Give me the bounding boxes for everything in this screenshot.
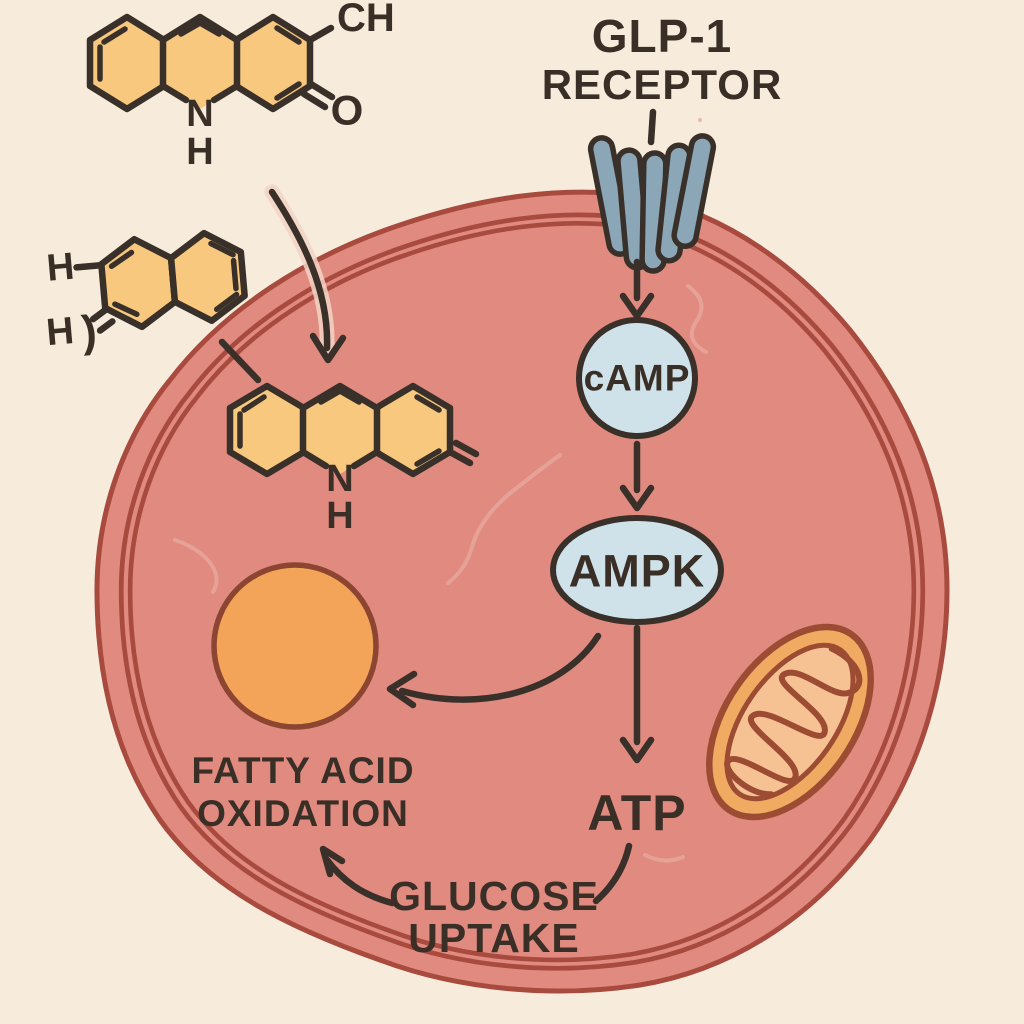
molecule1-ch-label: CH [337, 0, 395, 40]
exo-bond-right-1 [446, 448, 474, 467]
glp1-label-line2: RECEPTOR [542, 61, 783, 108]
exo-bond-2 [96, 318, 116, 334]
molecule-naphthalene: H H ) [45, 229, 248, 357]
molecule1-h-label: H [186, 131, 213, 173]
mitochondrion-cristae [724, 645, 863, 798]
fatty-acid-oxidation-group: FATTY ACID OXIDATION [191, 562, 414, 834]
arrow-glucose-to-fatty-acid [319, 845, 396, 907]
arrow-ampk-to-fatty-acid [386, 632, 602, 709]
molecule2-h-bottom-label: H [45, 310, 76, 354]
arrow-ampk-to-atp [619, 624, 655, 764]
receptor-icon [587, 133, 717, 274]
membrane-crossing-bond [218, 338, 262, 384]
glucose-uptake-group: GLUCOSE UPTAKE [389, 873, 599, 961]
carbonyl-bond-1 [307, 80, 336, 101]
molecule-acridinone: CH O N H [86, 0, 395, 173]
glucose-label-line2: UPTAKE [408, 915, 580, 961]
glp1-receptor-group: GLP-1 RECEPTOR [542, 10, 783, 274]
signal-cascade: cAMP AMPK ATP [319, 258, 724, 907]
molecule1-o-label: O [331, 87, 364, 134]
camp-label: cAMP [584, 358, 691, 399]
arrow-camp-to-ampk [619, 440, 655, 512]
connector-atp-to-glucose [592, 842, 633, 905]
molecule1-n-label: N [186, 93, 213, 135]
glucose-label-line1: GLUCOSE [389, 873, 599, 919]
molecule2-h-top-label: H [45, 246, 76, 290]
exo-bond-right-2 [452, 439, 480, 458]
fatty-acid-circle [211, 562, 379, 730]
cytoplasm-texture [173, 118, 708, 863]
atp-label: ATP [587, 785, 686, 841]
fatty-acid-label-line1: FATTY ACID [191, 750, 414, 791]
molecule2-carbon-curve: ) [80, 306, 99, 356]
exo-bond-1 [89, 306, 109, 323]
molecule3-n-label: N [326, 458, 353, 500]
arrow-molecule-entry [264, 184, 347, 364]
bond-to-h [73, 262, 104, 271]
camp-node [576, 317, 698, 439]
carbonyl-bond-2 [300, 90, 329, 111]
glp1-label-line1: GLP-1 [592, 10, 732, 62]
molecule-acridine-intracellular: N H [226, 382, 480, 537]
molecule3-h-label: H [326, 495, 353, 537]
fatty-acid-label-line2: OXIDATION [197, 793, 409, 834]
arrow-receptor-to-camp [619, 258, 655, 320]
receptor-pointer-line [647, 108, 657, 146]
ampk-label: AMPK [569, 546, 706, 597]
bond-to-ch [306, 24, 335, 44]
mitochondrion [706, 623, 874, 821]
ampk-node [550, 515, 724, 625]
